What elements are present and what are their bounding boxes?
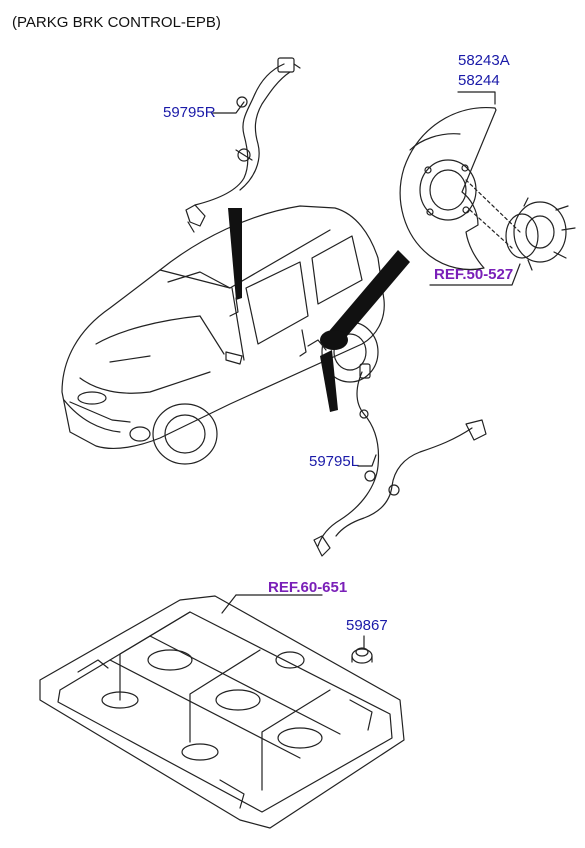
wheel-sensor-harness-left[interactable] (313, 363, 487, 557)
floor-panel (39, 595, 405, 829)
part-label-58243a[interactable]: 58243A (458, 52, 510, 69)
callout-wedges (228, 208, 410, 412)
wheel-sensor-harness-right[interactable] (185, 57, 301, 233)
connector-icon (277, 57, 295, 73)
ref-label-50-527[interactable]: REF.50-527 (434, 266, 514, 283)
part-label-59867[interactable]: 59867 (346, 617, 388, 634)
part-label-58244[interactable]: 58244 (458, 72, 500, 89)
diagram-title: (PARKG BRK CONTROL-EPB) (12, 14, 221, 31)
wheel-hub-assembly (465, 179, 576, 271)
vehicle-outline (61, 205, 385, 465)
part-label-59795r[interactable]: 59795R (163, 104, 216, 121)
leader-lines (212, 91, 521, 649)
brake-dust-shield[interactable] (399, 106, 497, 271)
ref-label-60-651[interactable]: REF.60-651 (268, 579, 348, 596)
sensor-wiring-detail (229, 297, 327, 357)
connector-icon (359, 363, 371, 379)
grommet-59867[interactable] (351, 647, 373, 664)
part-label-59795l[interactable]: 59795L (309, 453, 360, 470)
